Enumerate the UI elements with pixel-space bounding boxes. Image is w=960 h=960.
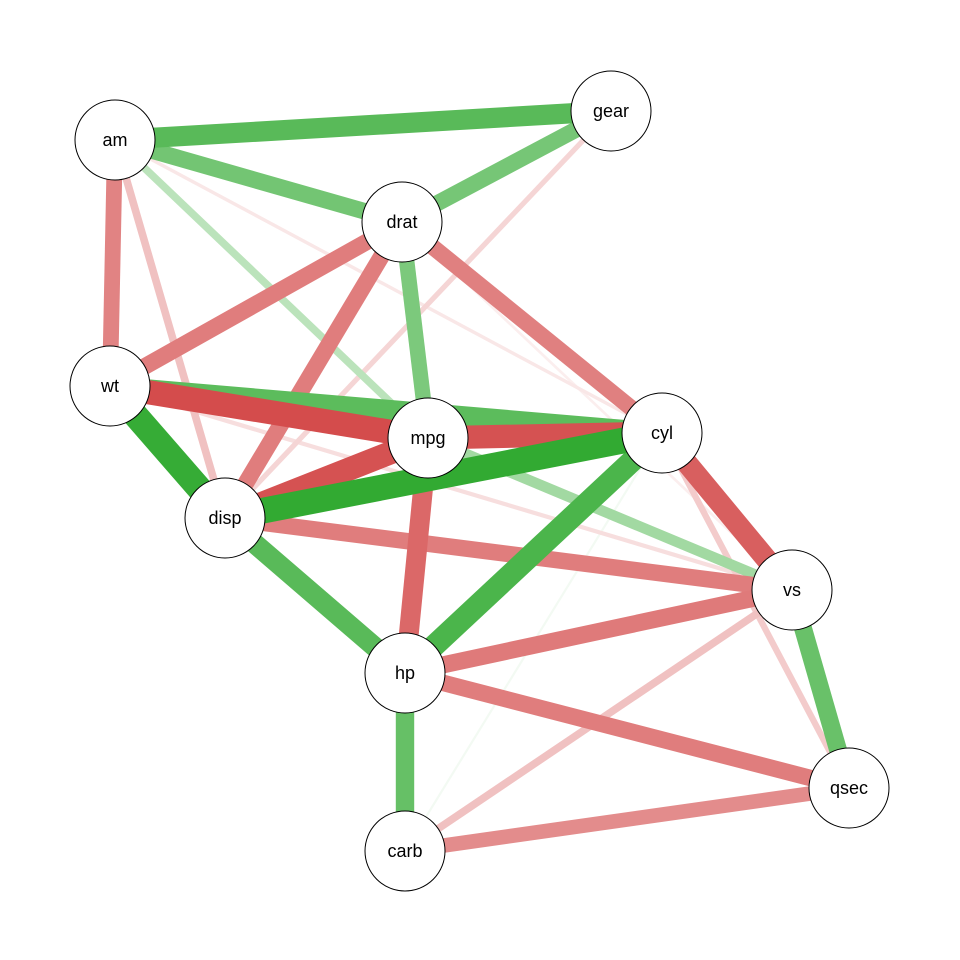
node-wt[interactable]: wt <box>69 345 151 427</box>
node-label: wt <box>100 376 119 396</box>
edge-cyl-disp <box>222 420 665 531</box>
node-circle[interactable] <box>808 747 890 829</box>
edge-wt-vs <box>109 383 793 593</box>
nodes-layer: am gear drat wt mpg cyl disp vs hp qsec carb <box>69 70 890 892</box>
edge-qsec-carb <box>403 780 851 859</box>
node-circle[interactable] <box>364 810 446 892</box>
node-circle[interactable] <box>751 549 833 631</box>
node-hp[interactable]: hp <box>364 632 446 714</box>
node-circle[interactable] <box>387 397 469 479</box>
node-cyl[interactable]: cyl <box>621 392 703 474</box>
edge-wt-mpg <box>108 374 430 450</box>
node-label: disp <box>208 508 241 528</box>
edge-drat-cyl <box>396 215 668 440</box>
node-circle[interactable] <box>184 477 266 559</box>
edge-disp-vs <box>223 509 794 599</box>
edge-hp-qsec <box>402 664 852 797</box>
node-label: qsec <box>830 778 868 798</box>
node-qsec[interactable]: qsec <box>808 747 890 829</box>
node-label: carb <box>387 841 422 861</box>
edge-hp-vs <box>403 581 794 682</box>
edge-am-disp <box>111 138 229 520</box>
node-circle[interactable] <box>361 181 443 263</box>
node-circle[interactable] <box>74 99 156 181</box>
node-circle[interactable] <box>69 345 151 427</box>
node-circle[interactable] <box>570 70 652 152</box>
node-circle[interactable] <box>364 632 446 714</box>
node-label: cyl <box>651 423 673 443</box>
node-label: vs <box>783 580 801 600</box>
node-label: hp <box>395 663 415 683</box>
node-label: drat <box>386 212 417 232</box>
node-vs[interactable]: vs <box>751 549 833 631</box>
edge-cyl-hp <box>397 424 670 682</box>
node-circle[interactable] <box>621 392 703 474</box>
node-mpg[interactable]: mpg <box>387 397 469 479</box>
node-am[interactable]: am <box>74 99 156 181</box>
edge-drat-wt <box>105 214 407 394</box>
node-drat[interactable]: drat <box>361 181 443 263</box>
node-label: gear <box>593 101 629 121</box>
node-disp[interactable]: disp <box>184 477 266 559</box>
edge-am-gear <box>114 100 612 151</box>
edge-am-cyl <box>114 138 663 435</box>
edge-drat-disp <box>217 217 410 523</box>
node-carb[interactable]: carb <box>364 810 446 892</box>
edge-am-drat <box>112 132 405 230</box>
node-label: mpg <box>410 428 445 448</box>
node-label: am <box>102 130 127 150</box>
edge-am-wt <box>102 139 123 387</box>
node-gear[interactable]: gear <box>570 70 652 152</box>
